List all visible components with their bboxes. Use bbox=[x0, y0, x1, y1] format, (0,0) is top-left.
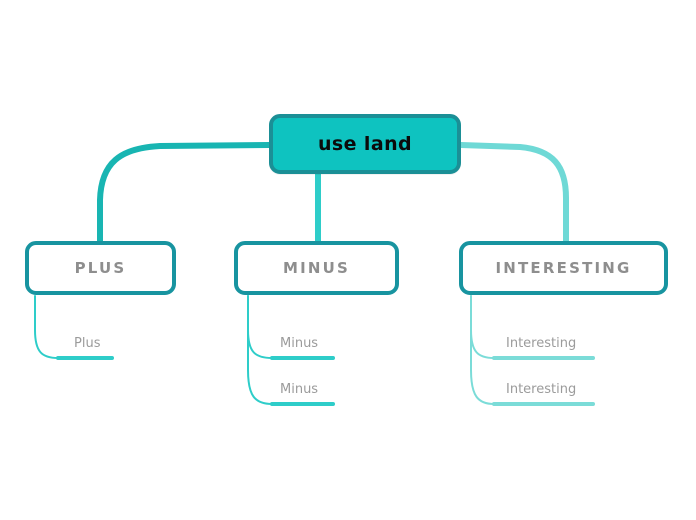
branch-node-minus-label: MINUS bbox=[282, 259, 351, 277]
branch-node-interesting-label: INTERESTING bbox=[495, 259, 632, 277]
leaf-label-interesting-2: Interesting bbox=[506, 382, 577, 397]
leaf-underline-minus-2 bbox=[270, 402, 335, 406]
leaf-label-interesting-1: Interesting bbox=[506, 336, 577, 351]
leaf-underline-plus-1 bbox=[56, 356, 114, 360]
leaf-underline-interesting-2 bbox=[492, 402, 595, 406]
root-node-label: use land bbox=[318, 133, 412, 155]
branch-node-minus[interactable]: MINUS bbox=[234, 241, 399, 295]
connector-plus-leaf-1 bbox=[34, 295, 59, 359]
connector-minus-leaf-1 bbox=[247, 295, 273, 359]
leaf-label-minus-2: Minus bbox=[280, 382, 319, 397]
leaf-underline-minus-1 bbox=[270, 356, 335, 360]
branch-node-plus[interactable]: PLUS bbox=[25, 241, 176, 295]
connector-root-to-plus bbox=[97, 142, 272, 244]
root-node[interactable]: use land bbox=[269, 114, 461, 174]
connector-minus-leaf-2 bbox=[247, 295, 273, 405]
branch-node-plus-label: PLUS bbox=[74, 259, 127, 277]
connector-interesting-leaf-1 bbox=[470, 295, 495, 359]
leaf-label-minus-1: Minus bbox=[280, 336, 319, 351]
branch-node-interesting[interactable]: INTERESTING bbox=[459, 241, 668, 295]
leaf-underline-interesting-1 bbox=[492, 356, 595, 360]
leaf-label-plus-1: Plus bbox=[74, 336, 101, 351]
connector-interesting-leaf-2 bbox=[470, 295, 495, 405]
connector-root-to-interesting bbox=[458, 142, 569, 244]
